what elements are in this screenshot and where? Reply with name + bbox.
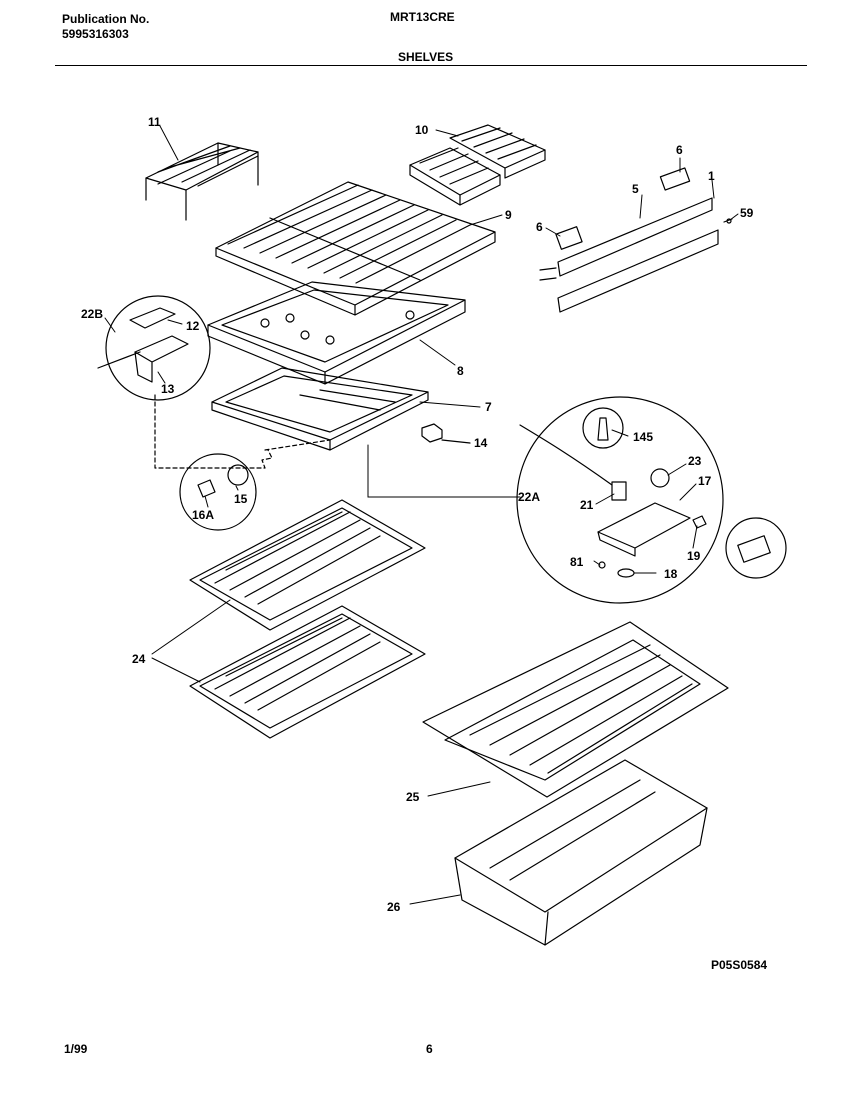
- detail-circle-control: [516, 396, 787, 604]
- callout-12: 12: [186, 319, 200, 333]
- callout-8: 8: [457, 364, 464, 378]
- callout-18: 18: [664, 567, 678, 581]
- part-freezer-shelf: [207, 281, 466, 385]
- callout-6b: 6: [536, 220, 543, 234]
- part-top-cover: [215, 181, 496, 316]
- part-wire-rack: [145, 142, 259, 221]
- callout-19: 19: [687, 549, 701, 563]
- callout-24: 24: [132, 652, 146, 666]
- callout-25: 25: [406, 790, 420, 804]
- part-lower-frame: [211, 367, 429, 451]
- part-wire-shelves: [189, 499, 426, 739]
- callout-9: 9: [505, 208, 512, 222]
- callout-81: 81: [570, 555, 584, 569]
- model-number: MRT13CRE: [390, 10, 455, 24]
- part-crisper-pan: [454, 759, 708, 946]
- section-title: SHELVES: [398, 50, 454, 64]
- callout-15: 15: [234, 492, 248, 506]
- callout-1: 1: [708, 169, 715, 183]
- callout-145: 145: [633, 430, 653, 444]
- leader-lines: [104, 125, 739, 905]
- callout-26: 26: [387, 900, 401, 914]
- footer-date: 1/99: [64, 1042, 88, 1056]
- detail-circle-left: [97, 295, 331, 469]
- callout-17: 17: [698, 474, 712, 488]
- callout-14: 14: [474, 436, 488, 450]
- callout-16a: 16A: [192, 508, 214, 522]
- part-ice-trays: [409, 124, 546, 206]
- callout-23: 23: [688, 454, 702, 468]
- part-trim-strips: [539, 167, 733, 313]
- callout-22a: 22A: [518, 490, 540, 504]
- publication-label: Publication No.: [62, 12, 150, 26]
- detail-circle-light: [179, 453, 257, 531]
- publication-number: 5995316303: [62, 27, 129, 41]
- callout-11: 11: [148, 115, 161, 129]
- footer-page-number: 6: [426, 1042, 433, 1056]
- part-crisper-cover: [422, 621, 729, 798]
- callout-13: 13: [161, 382, 175, 396]
- callout-22b: 22B: [81, 307, 103, 321]
- callout-labels: 11 10 9 6 6 5 1 59 22B 12 13 8 7 14 145 …: [64, 115, 767, 1056]
- callout-21: 21: [580, 498, 594, 512]
- part-switch: [421, 423, 471, 444]
- callout-5: 5: [632, 182, 639, 196]
- callout-59: 59: [740, 206, 754, 220]
- callout-10: 10: [415, 123, 429, 137]
- diagram-code: P05S0584: [711, 958, 767, 972]
- callout-6a: 6: [676, 143, 683, 157]
- header-rule: [55, 65, 807, 66]
- callout-7: 7: [485, 400, 492, 414]
